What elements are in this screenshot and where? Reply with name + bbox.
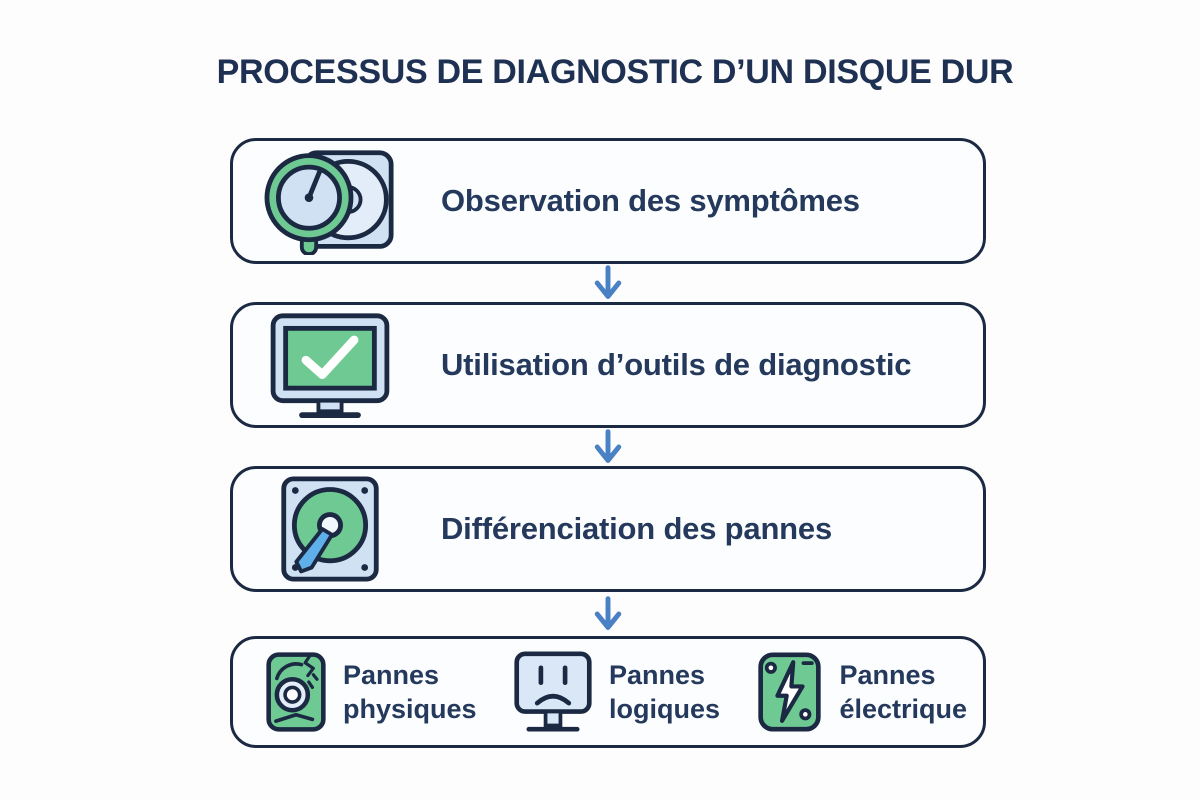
flowchart: Observation des symptômes Utilisation d’… bbox=[230, 138, 986, 748]
page-title: PROCESSUS DE DIAGNOSTIC D’UN DISQUE DUR bbox=[216, 53, 1014, 91]
failure-label: Pannes électrique bbox=[839, 658, 967, 726]
hard-drive-icon bbox=[281, 476, 379, 582]
down-arrow-icon bbox=[594, 596, 622, 630]
failure-label-line: logiques bbox=[608, 694, 720, 724]
step-label: Utilisation d’outils de diagnostic bbox=[441, 347, 912, 382]
failure-label-line: électrique bbox=[839, 694, 967, 724]
failure-label-line: Pannes bbox=[839, 659, 936, 690]
failure-type-logical: Pannes logiques bbox=[513, 650, 720, 734]
sad-monitor-icon bbox=[514, 651, 592, 732]
connector bbox=[230, 264, 986, 302]
cracked-drive-icon bbox=[266, 652, 326, 732]
step-box-observation: Observation des symptômes bbox=[230, 138, 986, 264]
failure-label: Pannes physiques bbox=[343, 658, 477, 726]
failure-label: Pannes logiques bbox=[609, 658, 720, 726]
failure-label-line: Pannes bbox=[343, 659, 440, 690]
connector bbox=[230, 428, 986, 466]
monitor-check-icon bbox=[270, 313, 390, 419]
lightning-drive-icon bbox=[758, 652, 822, 732]
failure-type-physical: Pannes physiques bbox=[265, 651, 477, 733]
step-icon-wrap bbox=[259, 311, 401, 419]
failure-type-electrical: Pannes électrique bbox=[756, 650, 967, 734]
down-arrow-icon bbox=[594, 265, 622, 299]
down-arrow-icon bbox=[594, 429, 622, 463]
step-label: Observation des symptômes bbox=[441, 183, 860, 218]
connector bbox=[230, 592, 986, 636]
failure-types-box: Pannes physiques Pannes logiques bbox=[230, 636, 986, 748]
step-icon-wrap bbox=[259, 475, 401, 583]
magnifier-disk-icon bbox=[264, 149, 394, 255]
step-box-differentiation: Différenciation des pannes bbox=[230, 466, 986, 592]
step-box-tools: Utilisation d’outils de diagnostic bbox=[230, 302, 986, 428]
step-icon-wrap bbox=[259, 148, 401, 255]
failure-label-line: Pannes bbox=[608, 659, 706, 690]
step-label: Différenciation des pannes bbox=[441, 511, 833, 546]
failure-label-line: physiques bbox=[343, 694, 477, 724]
